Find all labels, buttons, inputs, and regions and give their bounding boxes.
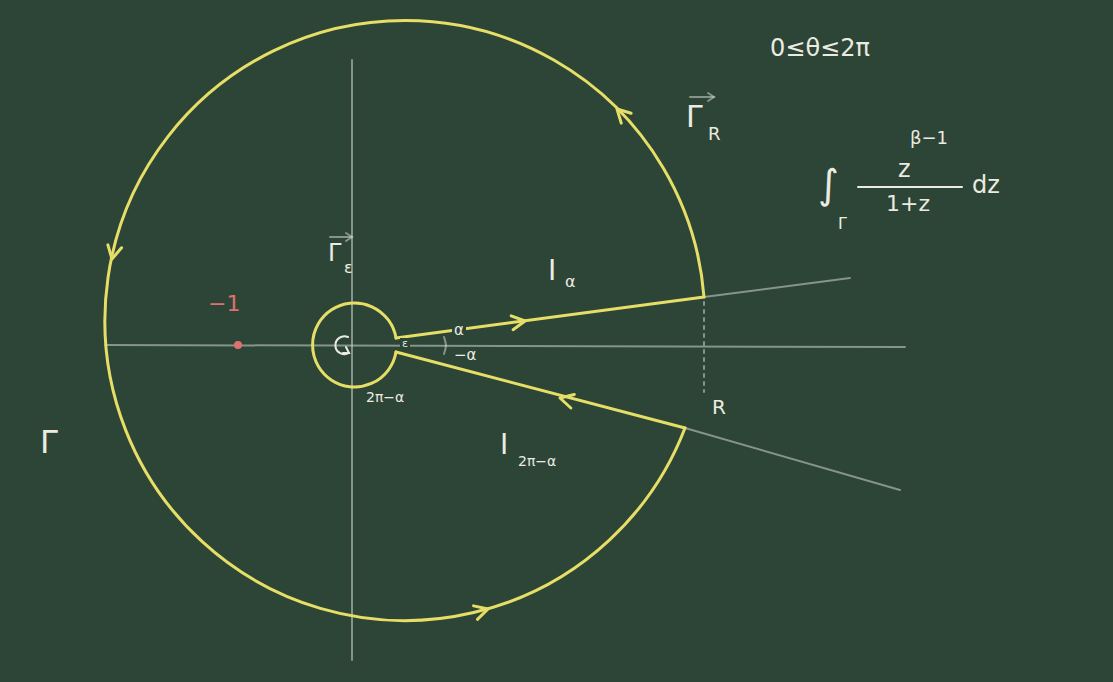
overline-arrow	[690, 96, 714, 98]
orientation-mark	[343, 347, 349, 353]
math-label: Γ	[328, 240, 341, 266]
math-label: Γ	[686, 100, 703, 133]
math-label: ε	[400, 338, 410, 350]
math-label: −α	[452, 347, 478, 364]
math-label: ε	[344, 259, 353, 277]
contour-arrowhead	[108, 245, 122, 259]
contour-arrowhead	[474, 606, 488, 619]
small-circle-contour	[313, 303, 396, 387]
contour-arrowhead	[560, 394, 574, 408]
math-label: R	[708, 124, 721, 144]
math-label: 2π−α	[366, 390, 404, 405]
ray-extension	[704, 278, 850, 297]
math-label: α	[452, 322, 466, 339]
pole-dot	[234, 341, 242, 349]
upper-ray-contour	[396, 297, 704, 338]
big-arc-contour	[105, 21, 704, 621]
imaginary-axis	[351, 60, 353, 660]
math-label: 0≤θ≤2π	[770, 35, 870, 61]
overline-arrow	[330, 236, 352, 238]
lower-ray-contour	[396, 352, 685, 428]
math-label: −1	[208, 292, 240, 316]
math-label: β−1	[910, 128, 948, 148]
math-label: I	[548, 256, 556, 287]
math-label: I	[500, 430, 508, 461]
math-label: R	[712, 396, 726, 418]
overline-arrow	[708, 93, 714, 101]
math-label: dz	[972, 172, 1000, 198]
contour-arrowhead	[511, 316, 525, 330]
math-label: α	[565, 273, 576, 291]
math-label: 2π−α	[518, 454, 556, 469]
math-label: ∫	[818, 162, 839, 206]
math-label: z	[898, 156, 911, 182]
math-label: Γ	[838, 215, 847, 233]
math-label: 1+z	[886, 192, 930, 216]
angle-arc	[444, 346, 446, 354]
fraction-bar	[858, 186, 962, 188]
contour-arrowhead	[617, 109, 631, 123]
orientation-mark	[335, 336, 349, 354]
ray-extension	[685, 428, 900, 490]
overline-arrow	[346, 233, 352, 241]
radius-marker	[703, 302, 705, 392]
angle-arc	[444, 337, 446, 345]
math-label: Γ	[40, 425, 58, 460]
real-axis	[105, 345, 905, 347]
